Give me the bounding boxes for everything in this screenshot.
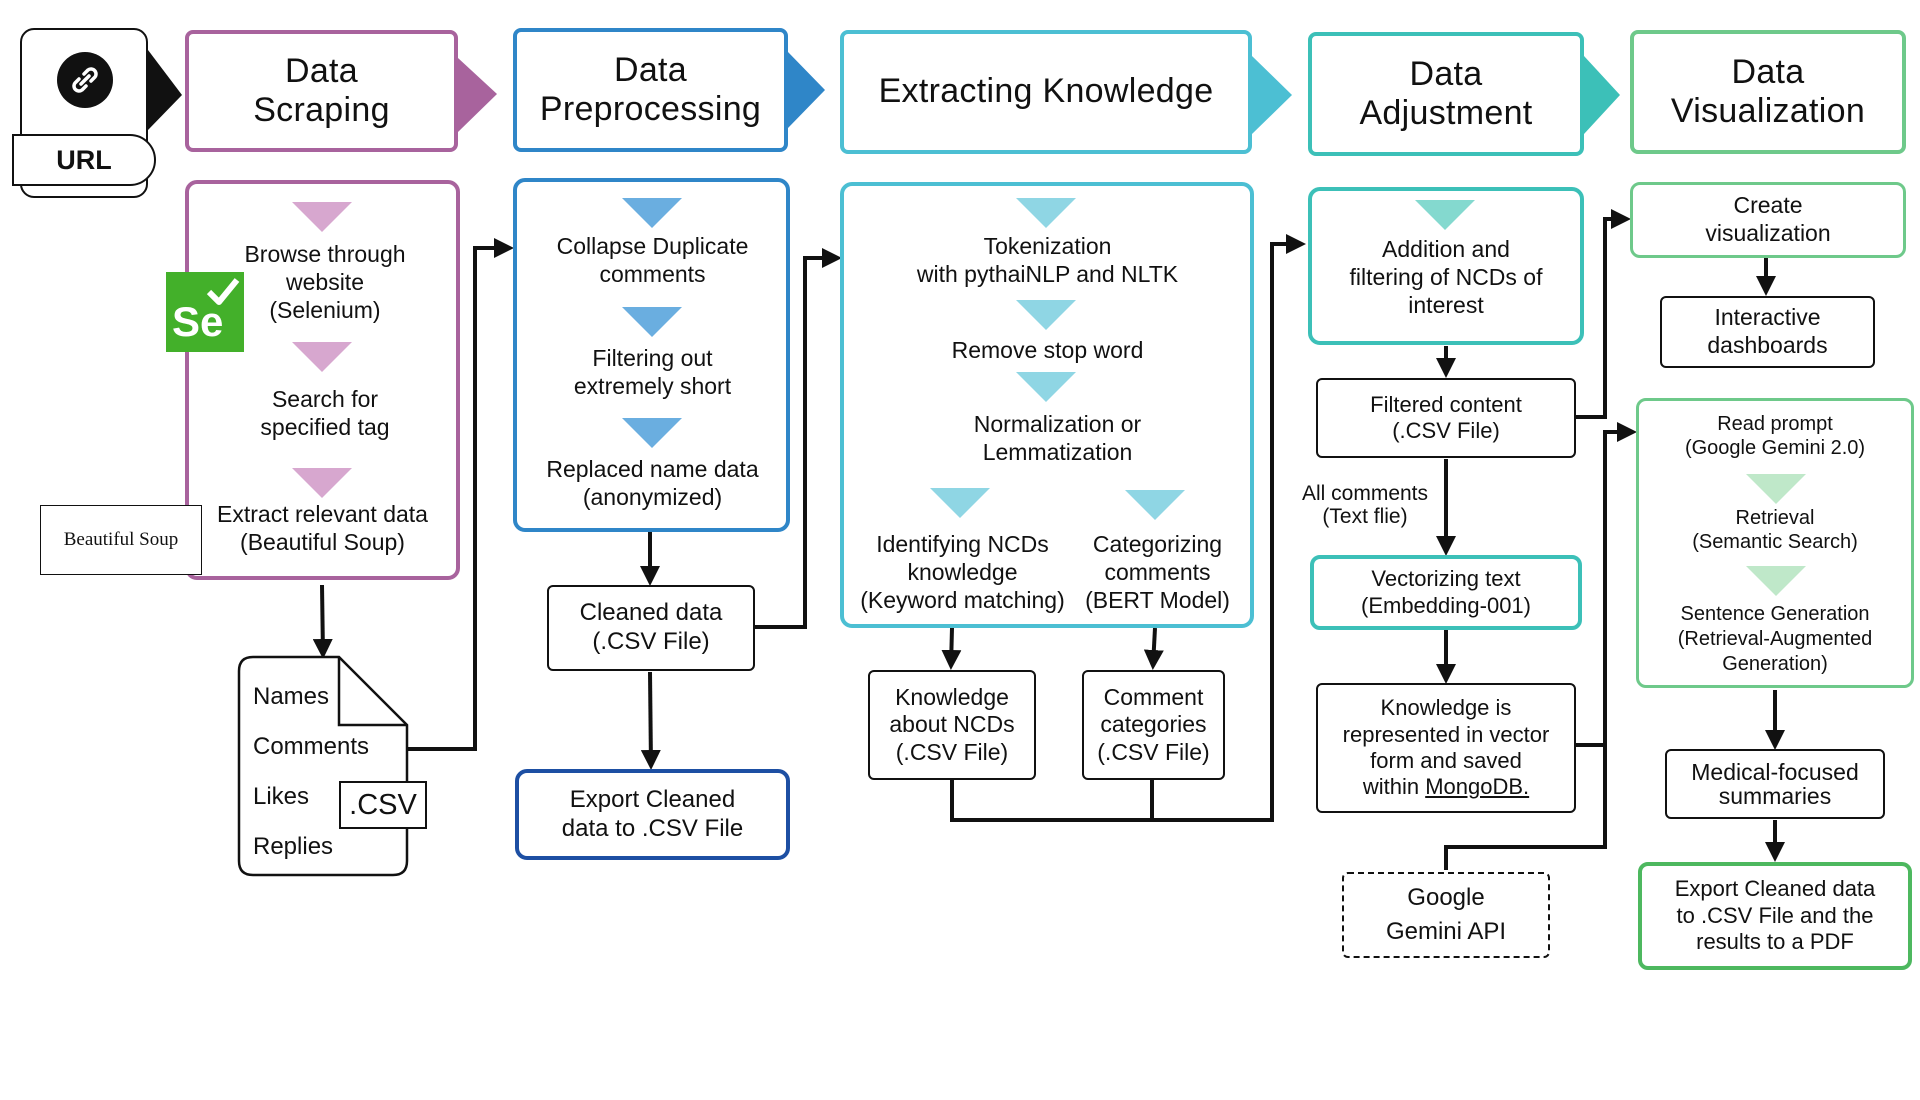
step-arrow-rag-1 xyxy=(1746,474,1806,504)
check-icon xyxy=(206,278,240,305)
export-cleaned-box: Export Cleaned data to .CSV File xyxy=(515,769,790,860)
step-identify-ncds: Identifying NCDs knowledge (Keyword matc… xyxy=(860,531,1065,614)
panel-rag xyxy=(1636,398,1914,688)
csv-row-likes: Likes xyxy=(253,783,310,810)
header-extracting-knowledge: Extracting Knowledge xyxy=(840,30,1252,154)
vectorizing-box: Vectorizing text (Embedding-001) xyxy=(1310,555,1582,630)
panel-extracting-knowledge xyxy=(840,182,1254,628)
step-read-prompt: Read prompt (Google Gemini 2.0) xyxy=(1684,413,1866,460)
chevron-preprocessing xyxy=(788,52,825,128)
step-arrow-knowledge-left xyxy=(930,488,990,518)
selenium-logo-text: Se xyxy=(172,298,224,345)
step-collapse-duplicates: Collapse Duplicate comments xyxy=(556,233,749,288)
url-card: URL xyxy=(12,28,156,198)
interactive-dashboards-box: Interactive dashboards xyxy=(1660,296,1875,368)
cleaned-data-box: Cleaned data (.CSV File) xyxy=(547,585,755,671)
header-data-scraping-title: Data Scraping xyxy=(253,51,390,129)
step-arrow-adjustment-1 xyxy=(1415,200,1475,230)
arrow-file-to-preprocessing xyxy=(408,238,514,751)
mongodb-box: Knowledge is represented in vector form … xyxy=(1316,683,1576,813)
knowledge-ncds-box: Knowledge about NCDs (.CSV File) xyxy=(868,670,1036,780)
chevron-url xyxy=(148,50,182,130)
beautifulsoup-logo: Beautiful Soup xyxy=(40,505,202,575)
csv-row-names: Names xyxy=(253,683,330,710)
step-retrieval: Retrieval (Semantic Search) xyxy=(1692,507,1858,554)
all-comments-label: All comments (Text flie) xyxy=(1301,482,1429,529)
header-data-adjustment: Data Adjustment xyxy=(1308,32,1584,156)
step-categorize-comments: Categorizing comments (BERT Model) xyxy=(1085,531,1230,614)
step-sentence-generation: Sentence Generation (Retrieval-Augmented… xyxy=(1677,603,1873,675)
step-arrow-preprocess-2 xyxy=(622,307,682,337)
mongodb-link[interactable]: MongoDB. xyxy=(1425,774,1530,800)
csv-row-replies: Replies xyxy=(253,833,334,860)
medical-summaries-box: Medical-focused summaries xyxy=(1665,749,1885,819)
url-label: URL xyxy=(56,144,112,175)
line-gemini-to-rag xyxy=(1444,745,1607,870)
csv-row-comments: Comments xyxy=(253,733,370,760)
arrow-knowledge-to-out-right xyxy=(1143,627,1164,670)
panel-data-preprocessing xyxy=(513,178,790,532)
csv-badge: .CSV xyxy=(339,781,427,829)
mongodb-text: Knowledge is represented in vector form … xyxy=(1342,695,1550,800)
url-tag: URL xyxy=(12,134,156,186)
header-data-preprocessing: Data Preprocessing xyxy=(513,28,788,152)
step-arrow-scraping-3 xyxy=(292,468,352,498)
chevron-knowledge xyxy=(1252,56,1292,134)
step-filter-short: Filtering out extremely short xyxy=(573,345,732,400)
chevron-scraping xyxy=(458,58,497,132)
filtered-content-box: Filtered content (.CSV File) xyxy=(1316,378,1576,458)
step-arrow-knowledge-2 xyxy=(1016,300,1076,330)
panel-data-scraping xyxy=(185,180,460,580)
create-visualization-box: Create visualization xyxy=(1630,182,1906,258)
step-arrow-knowledge-right xyxy=(1125,490,1185,520)
arrow-outputs-to-adjustment xyxy=(950,234,1306,822)
arrow-filtered-to-create-viz xyxy=(1576,209,1631,419)
step-tokenization: Tokenization with pythaiNLP and NLTK xyxy=(916,233,1179,288)
step-arrow-knowledge-1 xyxy=(1016,198,1076,228)
step-arrow-knowledge-3 xyxy=(1016,372,1076,402)
comment-categories-box: Comment categories (.CSV File) xyxy=(1082,670,1225,780)
header-extracting-knowledge-title: Extracting Knowledge xyxy=(878,72,1214,111)
beautifulsoup-logo-text: Beautiful Soup xyxy=(63,529,179,550)
header-data-scraping: Data Scraping xyxy=(185,30,458,152)
arrow-scrape-to-file xyxy=(312,584,333,659)
arrow-cleaned-to-knowledge xyxy=(755,248,842,629)
step-remove-stopword: Remove stop word xyxy=(951,337,1144,363)
step-search-tag: Search for specified tag xyxy=(260,386,390,441)
step-arrow-scraping-2 xyxy=(292,342,352,372)
google-gemini-box: Google Gemini API xyxy=(1342,872,1550,958)
step-ncds-filter: Addition and filtering of NCDs of intere… xyxy=(1349,236,1543,319)
step-arrow-preprocess-3 xyxy=(622,418,682,448)
step-anonymize: Replaced name data (anonymized) xyxy=(546,456,759,511)
step-normalization: Normalization or Lemmatization xyxy=(973,411,1142,466)
header-data-adjustment-title: Data Adjustment xyxy=(1359,54,1533,132)
chevron-adjustment xyxy=(1584,56,1620,134)
step-arrow-rag-2 xyxy=(1746,566,1806,596)
step-arrow-preprocess-1 xyxy=(622,198,682,228)
arrow-mongo-to-rag xyxy=(1576,422,1637,747)
step-extract-data: Extract relevant data (Beautiful Soup) xyxy=(217,501,428,556)
header-data-visualization: Data Visualization xyxy=(1630,30,1906,154)
header-data-visualization-title: Data Visualization xyxy=(1670,52,1866,130)
selenium-logo: Se xyxy=(166,272,244,352)
arrow-knowledge-to-out-left xyxy=(941,627,962,670)
arrow-cleaned-to-export xyxy=(640,671,661,770)
link-icon xyxy=(57,52,113,108)
header-data-preprocessing-title: Data Preprocessing xyxy=(539,50,762,128)
step-browse-website: Browse through website (Selenium) xyxy=(244,241,406,324)
export-results-box: Export Cleaned data to .CSV File and the… xyxy=(1638,862,1912,970)
csv-file: Names Comments Likes Replies .CSV xyxy=(237,655,427,877)
step-arrow-scraping-1 xyxy=(292,202,352,232)
